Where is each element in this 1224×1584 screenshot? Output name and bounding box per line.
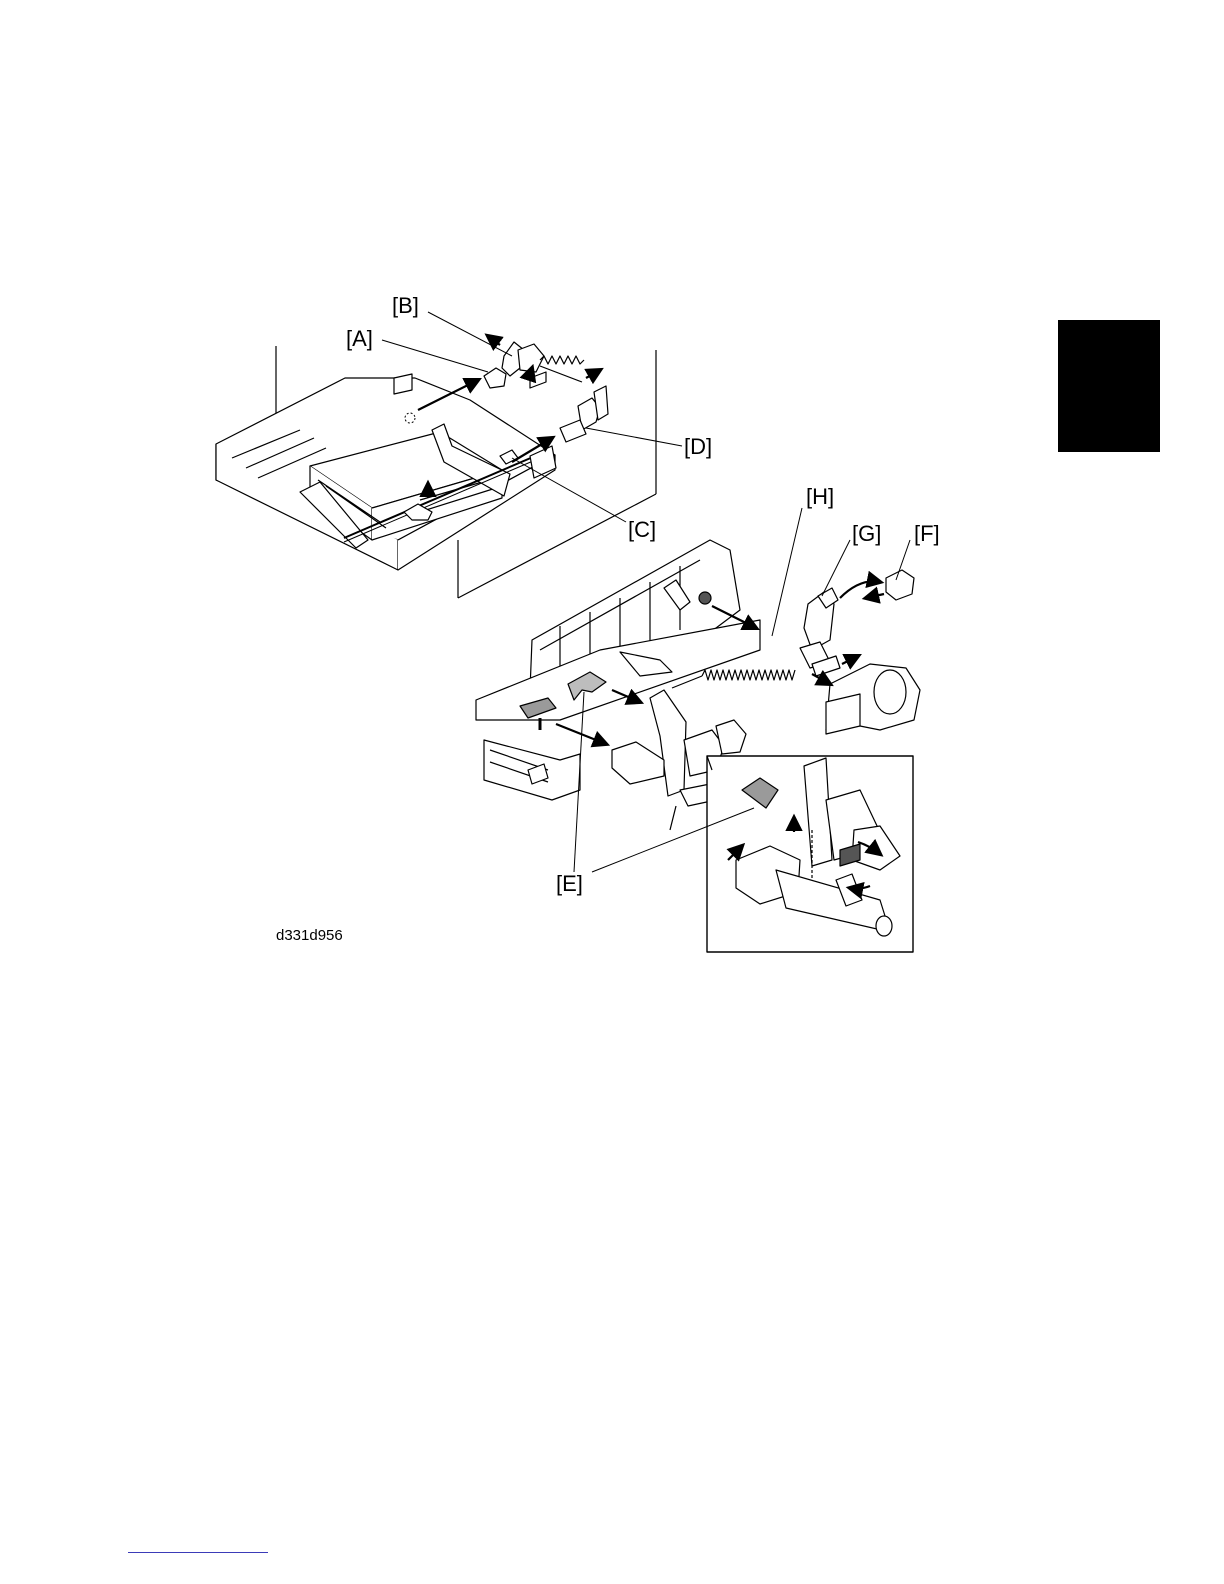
callout-d: [D] (684, 434, 712, 459)
callout-h: [H] (806, 484, 834, 509)
figure-id: d331d956 (276, 927, 343, 944)
callout-e: [E] (556, 871, 583, 896)
callout-a: [A] (346, 326, 373, 351)
callout-f: [F] (914, 521, 940, 546)
paper-tray-drawing (216, 342, 656, 598)
footer-rule (128, 1552, 268, 1553)
callout-g: [G] (852, 521, 881, 546)
callout-b: [B] (392, 293, 419, 318)
callout-c: [C] (628, 517, 656, 542)
detail-inset (707, 756, 913, 952)
